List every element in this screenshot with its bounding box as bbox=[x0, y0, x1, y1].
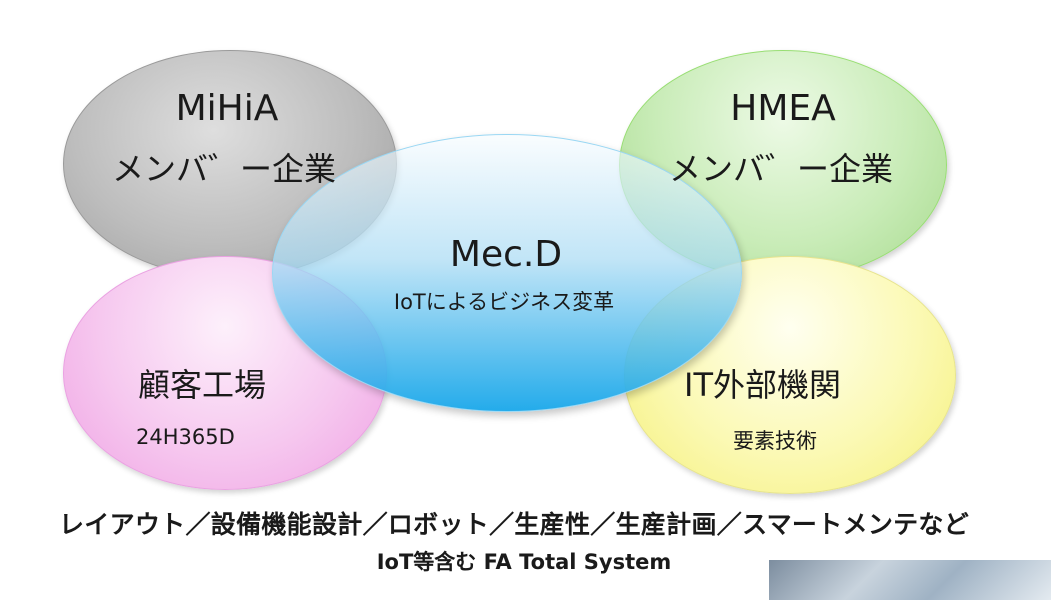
mihia-subtitle: メンバ゛ー企業 bbox=[111, 150, 337, 188]
mecd-center-ellipse bbox=[272, 134, 742, 412]
photo-thumbnail bbox=[769, 560, 1051, 600]
mihia-title: MiHiA bbox=[175, 88, 279, 129]
footer-line-2: IoT等含む FA Total System bbox=[376, 550, 672, 574]
customer-factory-title: 顧客工場 bbox=[138, 366, 267, 404]
hmea-subtitle: メンバ゛ー企業 bbox=[668, 150, 894, 188]
hmea-title: HMEA bbox=[730, 88, 836, 129]
mecd-title: Mec.D bbox=[449, 234, 563, 275]
customer-factory-subtitle: 24H365D bbox=[136, 425, 235, 449]
mecd-subtitle: IoTによるビジネス変革 bbox=[393, 290, 615, 314]
it-external-subtitle: 要素技術 bbox=[733, 429, 817, 453]
footer-line-1: レイアウト／設備機能設計／ロボット／生産性／生産計画／スマートメンテなど bbox=[58, 510, 970, 539]
it-external-title: IT外部機関 bbox=[684, 366, 841, 404]
